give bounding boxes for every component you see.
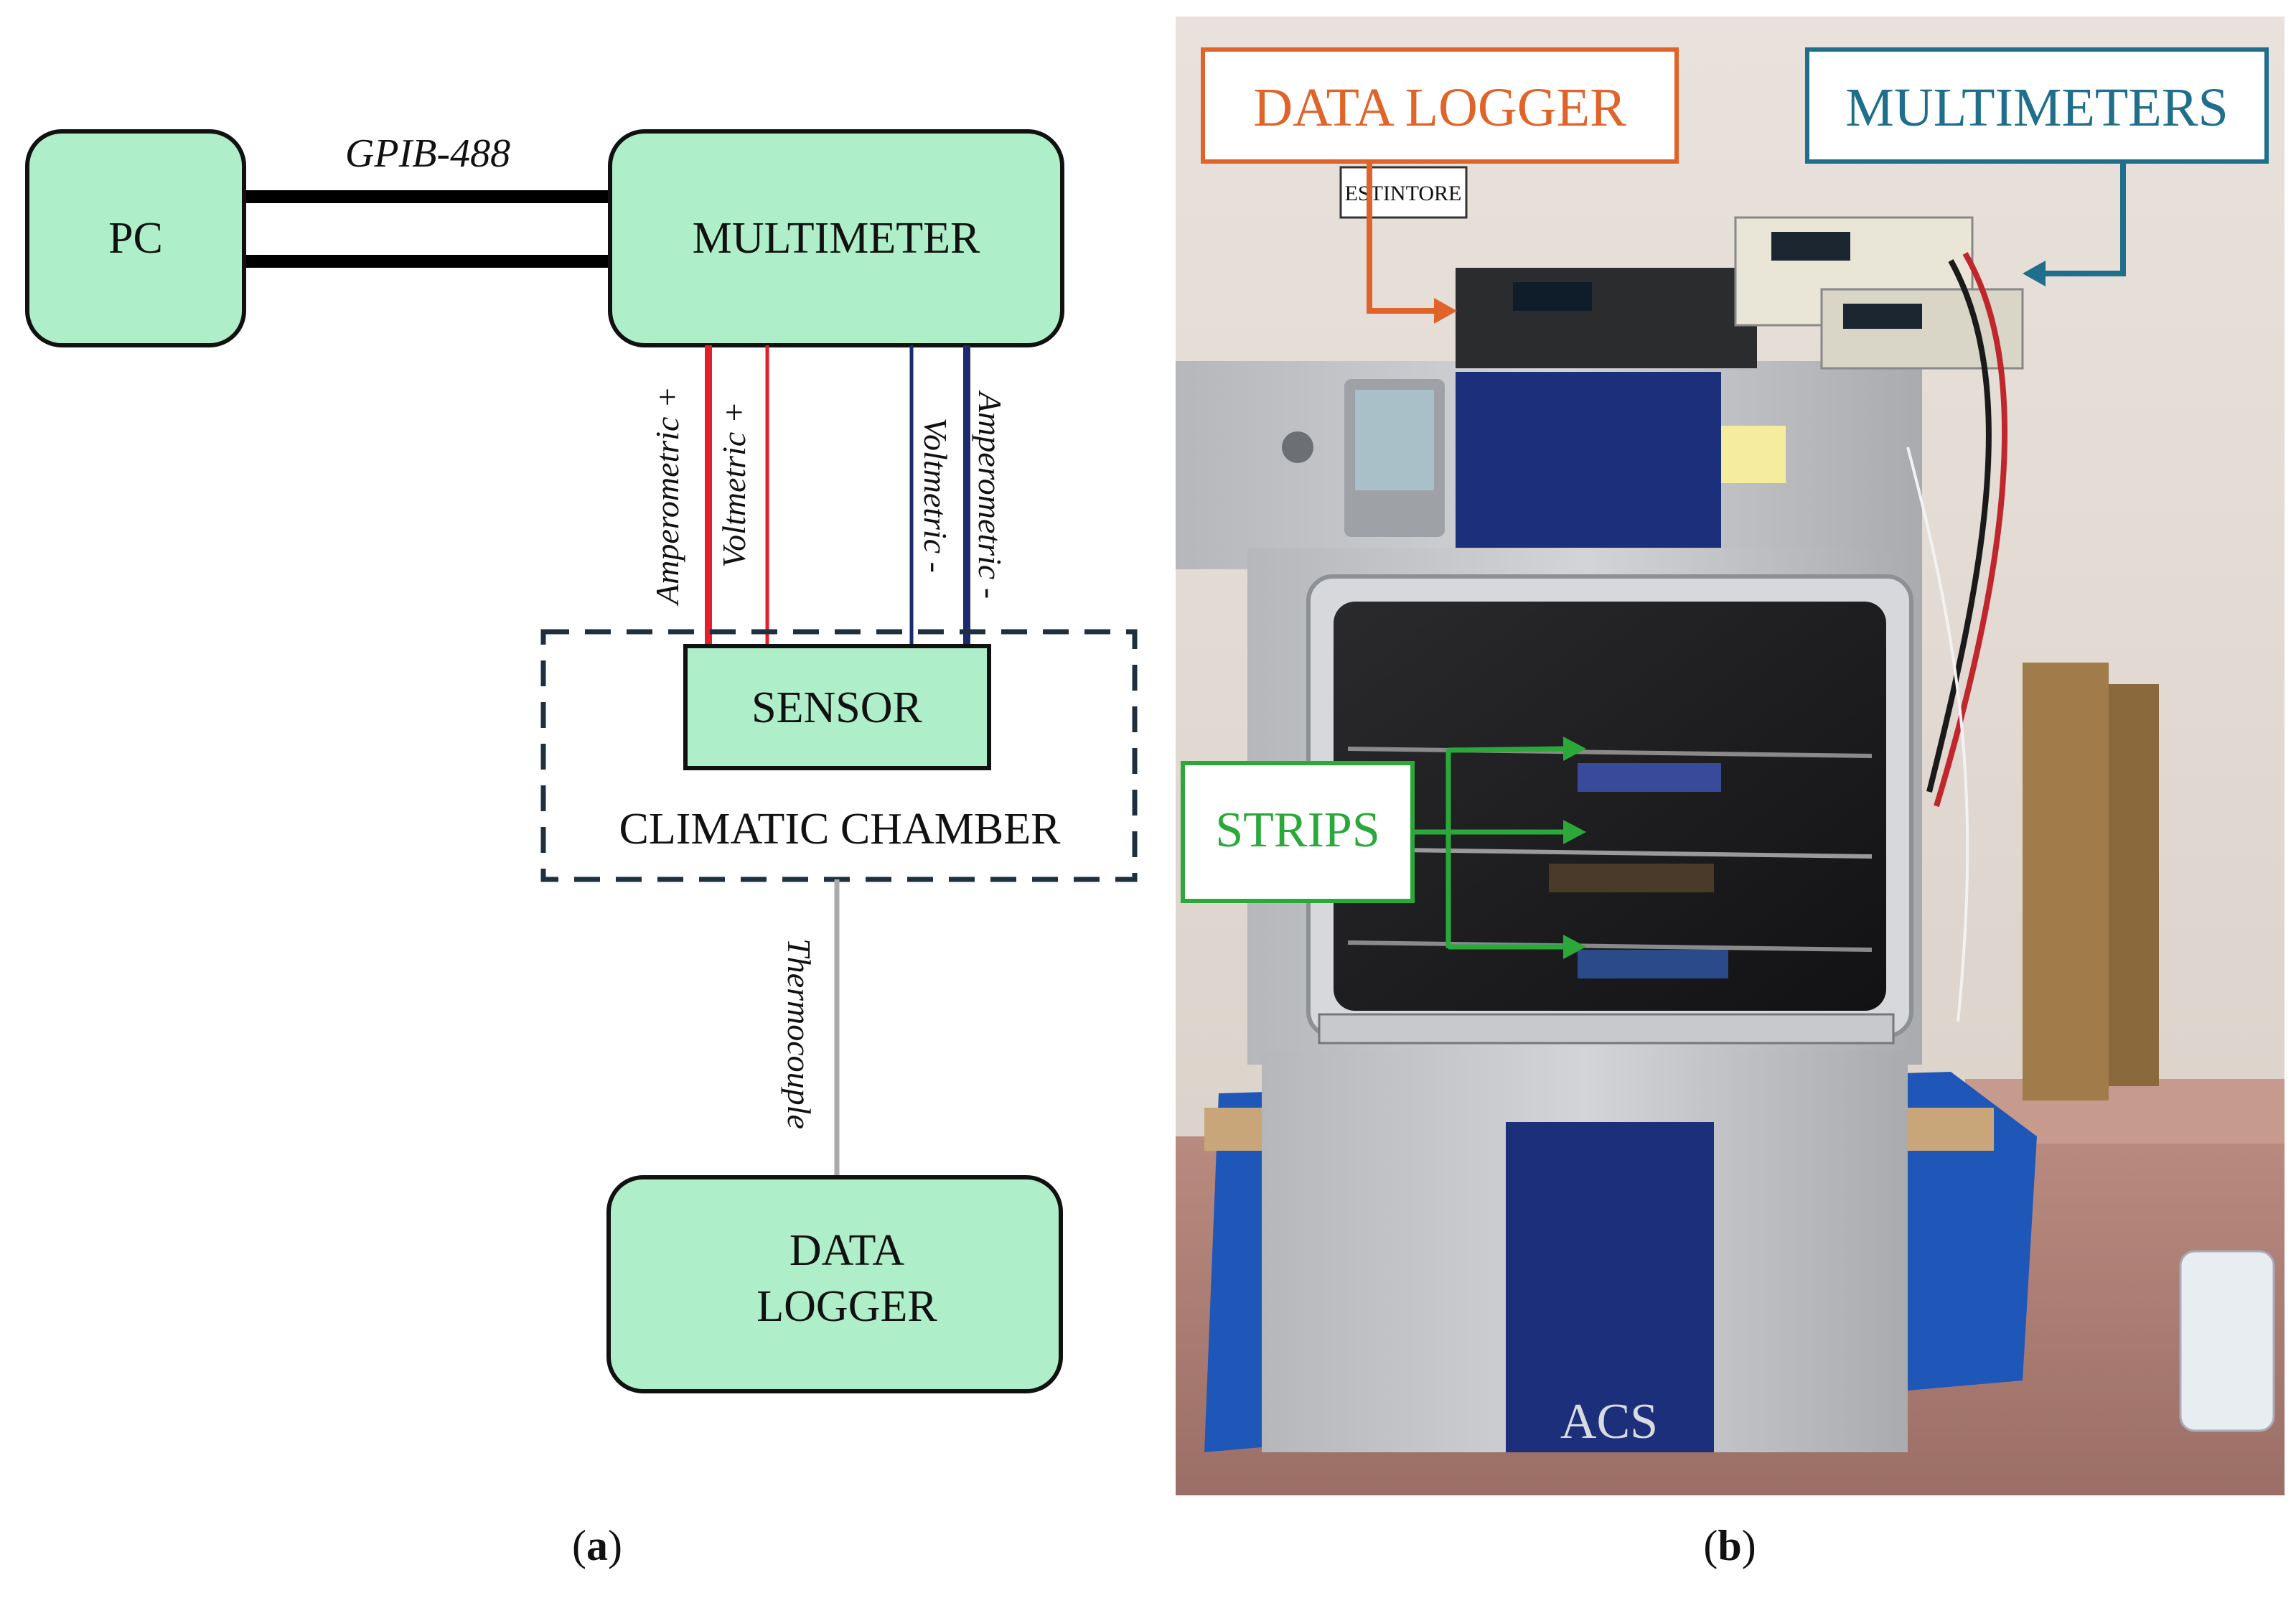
caption-b-letter: b: [1718, 1522, 1742, 1569]
strips-callout-text: STRIPS: [1215, 803, 1380, 858]
sticky-note: [1721, 426, 1786, 483]
caption-a-letter: a: [586, 1522, 608, 1569]
wooden-pallet-slat: [2109, 684, 2159, 1086]
caption-b-close: ): [1741, 1522, 1756, 1569]
multimeters-callout-box: [1805, 47, 2269, 164]
caption-a-open: (: [572, 1522, 586, 1569]
multimeters-callout-arrow-line: [2044, 162, 2126, 276]
chamber-base-blue-panel: [1506, 1122, 1714, 1452]
chamber-shelf-bottom: [1347, 940, 1873, 952]
caption-b: (b): [1687, 1520, 1773, 1571]
sensor-strip-3: [1578, 950, 1728, 978]
multimeters-callout-text: MULTIMETERS: [1845, 78, 2228, 138]
multimeter-display-2: [1843, 304, 1922, 329]
chamber-shelf-top: [1347, 747, 1873, 758]
control-touchscreen[interactable]: [1355, 390, 1434, 490]
acs-brand: ACS: [1560, 1394, 1658, 1449]
strips-callout-arrowhead-top: [1563, 737, 1586, 761]
black-cable: [1926, 259, 1992, 793]
block-diagram: GPIB-488 PC MULTIMETER Amperometric + Vo…: [25, 129, 1138, 1393]
data-logger-label-line1: DATA: [789, 1226, 905, 1275]
pc-block: [25, 129, 246, 347]
sensor-strip-2: [1549, 864, 1714, 892]
wooden-pallet: [2023, 663, 2109, 1101]
thermocouple-label: Thermocouple: [781, 938, 817, 1129]
data-logger-label-line2: LOGGER: [756, 1282, 937, 1331]
multimeter-display-1: [1771, 232, 1850, 261]
caption-a-close: ): [608, 1522, 622, 1569]
multimeter-block: [608, 129, 1064, 347]
chamber-shelf-middle: [1347, 847, 1873, 859]
strips-callout-arrowhead-bottom: [1563, 935, 1586, 959]
amperometric-plus-label: Amperometric +: [649, 386, 685, 607]
amperometric-minus-label: Amperometric -: [972, 390, 1008, 599]
lab-photo: ESTINTORE ACS DATA LOGGER MULTIMETER: [1176, 17, 2285, 1495]
strips-callout-arrowhead-middle: [1563, 820, 1586, 844]
multimeter-label: MULTIMETER: [693, 214, 980, 263]
red-cable: [1934, 251, 2008, 808]
data-logger-callout-box: [1201, 47, 1679, 164]
caption-b-open: (: [1703, 1522, 1718, 1569]
voltmetric-plus-label: Voltmetric +: [716, 401, 752, 568]
door-handle-bar[interactable]: [1318, 1013, 1895, 1045]
data-logger-device: [1456, 268, 1757, 368]
water-bottle: [2179, 1250, 2275, 1432]
estintore-text: ESTINTORE: [1345, 182, 1462, 205]
sensor-label: SENSOR: [751, 683, 922, 732]
data-logger-display: [1513, 282, 1592, 311]
data-logger-callout-arrowhead: [1434, 298, 1457, 324]
sensor-block: [683, 644, 991, 770]
white-cable: [1906, 447, 1969, 1022]
estintore-sign: [1339, 166, 1468, 219]
caption-a: (a): [554, 1520, 640, 1571]
chamber-window: [1334, 602, 1886, 1011]
sensor-strip-1: [1578, 763, 1721, 792]
data-logger-callout-text: DATA LOGGER: [1253, 78, 1626, 138]
chamber-knob[interactable]: [1282, 431, 1313, 463]
chamber-top-blue-panel: [1456, 372, 1721, 566]
climatic-chamber-label: CLIMATIC CHAMBER: [619, 805, 1062, 854]
pc-label: PC: [108, 214, 163, 263]
voltmetric-minus-label: Voltmetric -: [917, 418, 954, 573]
data-logger-callout-arrow-line: [1367, 162, 1438, 314]
gpib-label: GPIB-488: [345, 131, 510, 176]
multimeters-callout-arrowhead: [2023, 261, 2046, 286]
data-logger-block: [606, 1175, 1063, 1393]
strips-callout-arrow-top: [1448, 746, 1564, 753]
